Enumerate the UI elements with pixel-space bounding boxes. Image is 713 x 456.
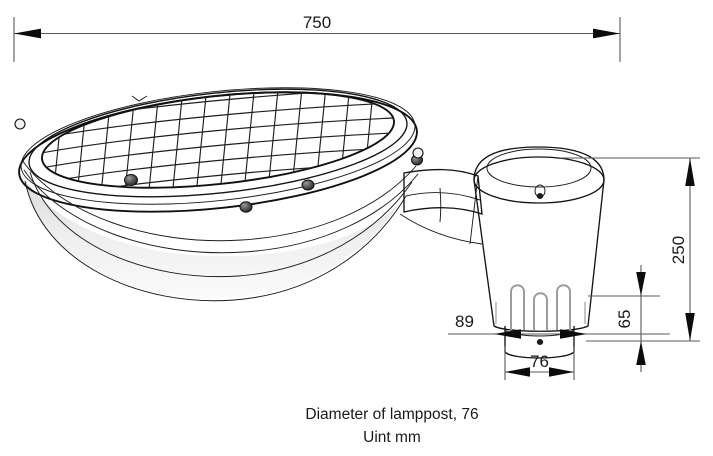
housing-flutes	[495, 284, 586, 330]
diffuser-bowl-shading	[25, 180, 404, 299]
arrowhead-250-bottom	[685, 313, 695, 341]
latch-keyhole	[536, 193, 544, 199]
arm-seam	[405, 192, 481, 201]
post-top-housing	[473, 146, 605, 359]
arrowhead-250-top	[685, 158, 695, 186]
base-collar	[504, 326, 575, 359]
rim-top-notch	[131, 95, 148, 102]
dimension-base-height: 65	[588, 265, 660, 372]
base-set-screw	[536, 339, 544, 345]
caption-line-2: Uint mm	[363, 429, 421, 446]
dimension-label-65: 65	[615, 310, 634, 329]
housing-top-rim	[473, 156, 605, 204]
rim-hinge-left	[14, 118, 26, 130]
arrowhead-76-right	[549, 367, 574, 377]
dimension-shade-diameter: 89	[448, 312, 670, 339]
rim-bolt-left	[124, 174, 138, 186]
dimension-pole-diameter: 76	[504, 346, 575, 380]
housing-cone-body	[473, 146, 605, 332]
shade-rim-step-1	[20, 87, 416, 205]
arrowhead-89-right	[560, 329, 587, 339]
arm-rib	[439, 187, 442, 223]
flute-3	[556, 284, 571, 330]
diffuser-bowl-outline	[24, 180, 407, 302]
drawing-caption: Diameter of lamppost, 76 Uint mm	[305, 406, 478, 446]
rim-bolt-group	[14, 118, 424, 213]
rim-highlight-lower-2	[23, 169, 419, 254]
shade-rim-step-2	[28, 88, 408, 198]
caption-line-1: Diameter of lamppost, 76	[305, 406, 478, 423]
arrowhead-89-left	[494, 329, 521, 339]
arrowhead-65-bottom	[636, 341, 646, 365]
arrowhead-65-top	[636, 272, 646, 296]
rim-bolt-right	[301, 179, 315, 191]
dimension-fixture-height: 250	[561, 157, 700, 342]
dimension-overall-width: 750	[13, 13, 621, 62]
flute-2	[533, 292, 548, 330]
flute-1	[510, 284, 525, 330]
housing-latch	[534, 184, 546, 199]
diffuser-bowl-inner-edge	[29, 171, 413, 278]
arrowhead-76-left	[505, 367, 530, 377]
rim-bolt-center	[239, 201, 253, 213]
dimension-label-76: 76	[530, 352, 549, 371]
rim-hinge-right	[412, 147, 424, 159]
dimension-label-750: 750	[303, 13, 331, 32]
arm-lower-shadow	[399, 213, 483, 245]
dimension-label-89: 89	[455, 312, 474, 331]
arrowhead-right	[593, 28, 620, 39]
arm-body	[403, 168, 483, 215]
housing-top-cap	[486, 148, 592, 188]
arrowhead-left	[14, 28, 41, 39]
dimension-label-250: 250	[669, 236, 688, 264]
rim-highlight-lower	[21, 159, 417, 242]
